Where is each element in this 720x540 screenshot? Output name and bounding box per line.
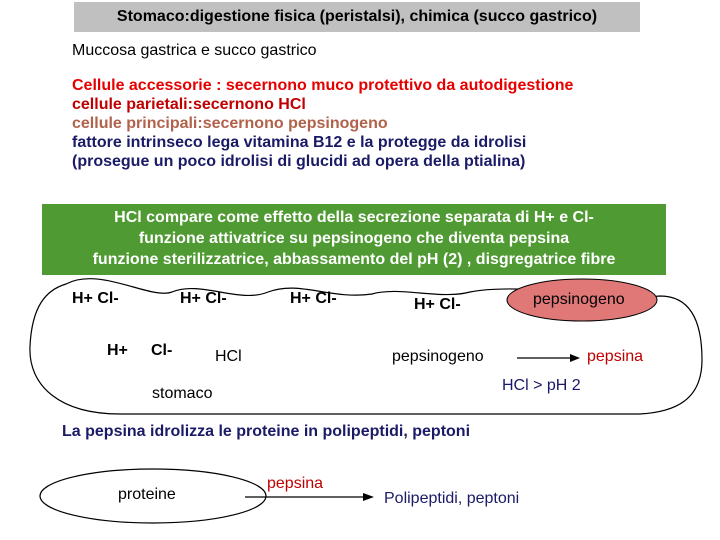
hcl-line-3: funzione sterilizzatrice, abbassamento d… [92, 251, 616, 268]
info-line-principal-cells: cellule principali:secernono pepsinogeno [72, 115, 388, 132]
pepsin-label: pepsina [587, 348, 644, 365]
hcl-label-4: H+ Cl- [414, 296, 461, 313]
info-line-intrinsic-factor: fattore intrinseco lega vitamina B12 e l… [72, 134, 527, 151]
cl-minus-label: Cl- [151, 342, 173, 359]
info-line-ptyalin: (prosegue un poco idrolisi di glucidi ad… [72, 153, 526, 170]
pepsin-caption: La pepsina idrolizza le proteine in poli… [62, 423, 471, 440]
pepsinogen-cell-shape [506, 278, 658, 322]
activation-arrow-head [570, 354, 580, 362]
condition-label: HCl > pH 2 [502, 377, 581, 394]
hcl-label-3: H+ Cl- [290, 290, 337, 307]
subtitle: Muccosa gastrica e succo gastrico [72, 42, 317, 59]
h-plus-label: H+ [107, 342, 128, 359]
reaction-arrow-head [363, 493, 374, 501]
info-line-parietal-cells: cellule parietali:secernono HCl [72, 96, 306, 113]
reaction-enzyme-label: pepsina [267, 475, 324, 492]
info-line-accessory-cells: Cellule accessorie : secernono muco prot… [72, 77, 574, 94]
hcl-label: HCl [215, 348, 242, 365]
hcl-function-box: HCl compare come effetto della secrezion… [42, 204, 666, 275]
pepsinogen-label: pepsinogeno [392, 348, 484, 365]
reaction-product-label: Polipeptidi, peptoni [384, 490, 520, 507]
protein-shape [39, 468, 267, 524]
hcl-line-1: HCl compare come effetto della secrezion… [114, 209, 594, 226]
pepsinogen-cell-label: pepsinogeno [533, 291, 625, 308]
hcl-label-1: H+ Cl- [72, 290, 119, 307]
protein-label: proteine [118, 486, 176, 503]
page-title: Stomaco:digestione fisica (peristalsi), … [116, 8, 598, 25]
title-box: Stomaco:digestione fisica (peristalsi), … [74, 2, 640, 32]
hcl-line-2: funzione attivatrice su pepsinogeno che … [138, 230, 570, 247]
hcl-label-2: H+ Cl- [180, 290, 227, 307]
info-block: Cellule accessorie : secernono muco prot… [72, 76, 573, 171]
stomach-label: stomaco [152, 385, 213, 402]
